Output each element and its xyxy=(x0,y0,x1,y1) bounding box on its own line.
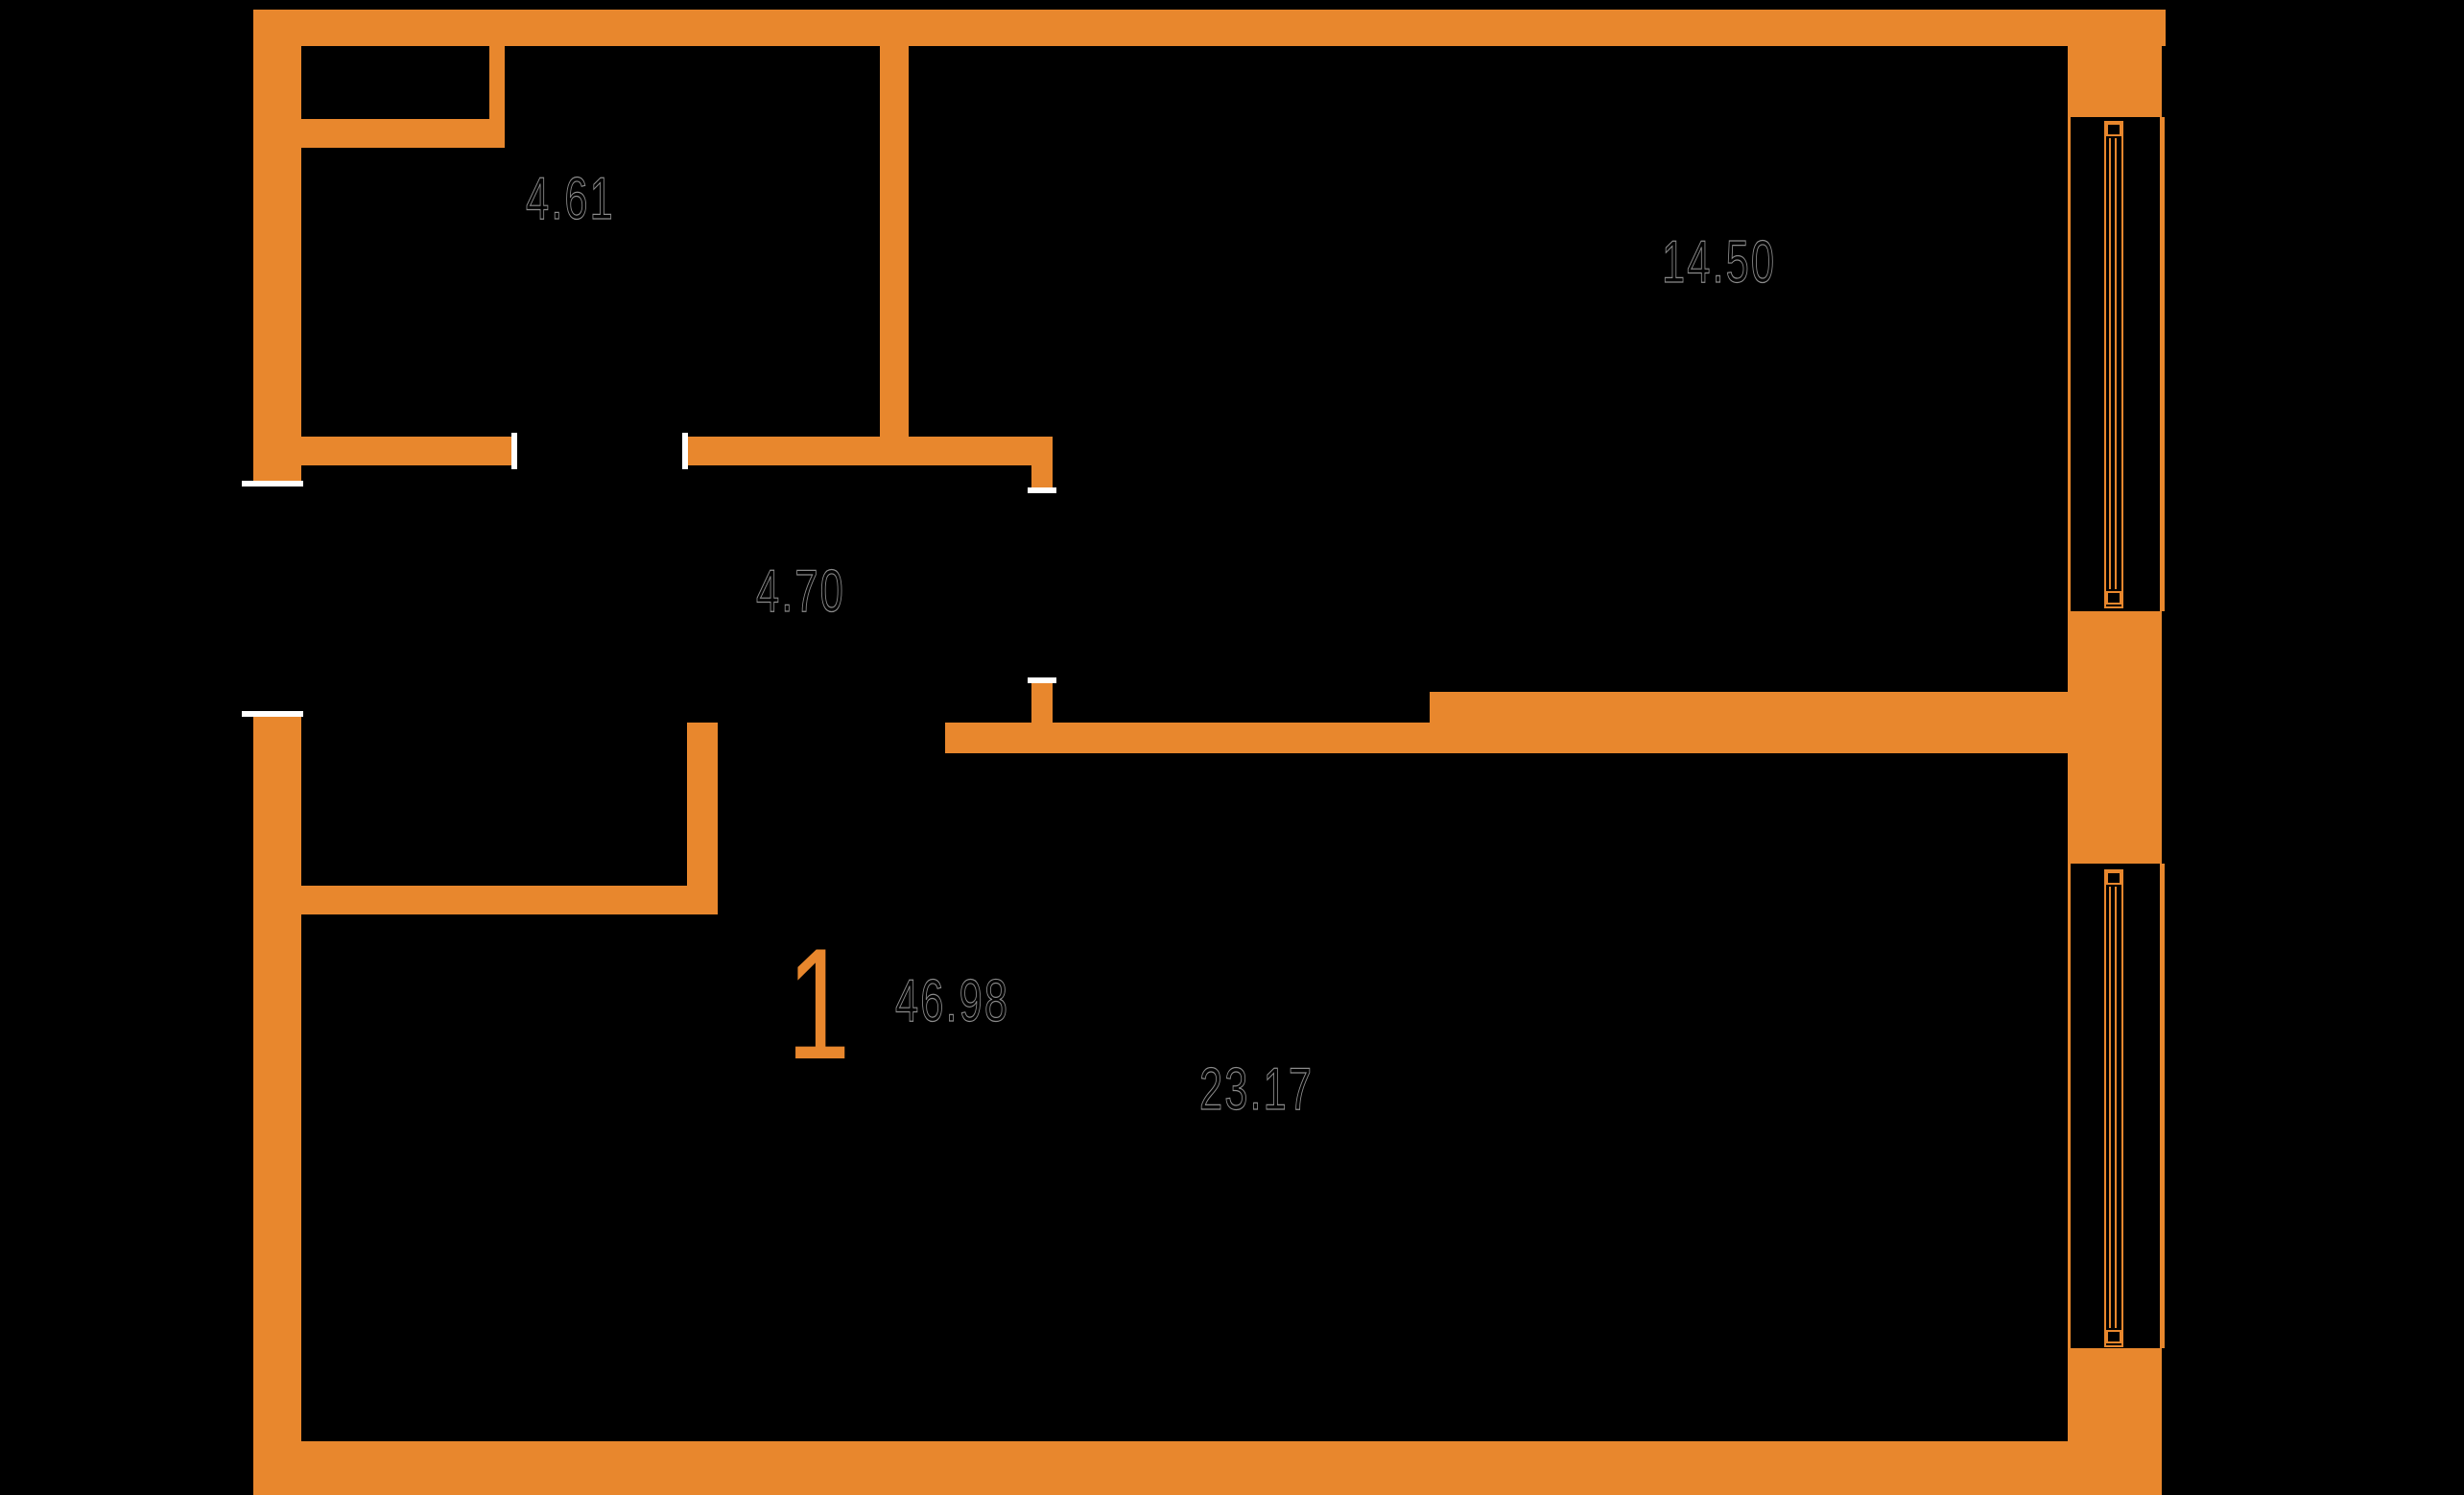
door-stub-upper xyxy=(1031,465,1053,491)
window-1-bottom-cap xyxy=(2106,591,2121,605)
window-2-top-cap xyxy=(2106,871,2121,885)
window-1 xyxy=(2104,121,2123,608)
right-wall-pier-middle xyxy=(2068,611,2162,864)
corridor-door-jamb-bottom xyxy=(1028,677,1056,683)
exterior-wall-left-lower xyxy=(253,715,301,1495)
window-2-bottom-cap xyxy=(2106,1330,2121,1343)
window-2-glazing-line-b xyxy=(2115,887,2117,1328)
room-area-label-bottom: 23.17 xyxy=(1199,1056,1315,1123)
right-wall-pier-bottom xyxy=(2068,1348,2162,1495)
corridor-top-wall-left xyxy=(301,437,516,465)
room-a-door-jamb-right xyxy=(682,433,688,469)
wall-middle-thin xyxy=(945,723,1430,753)
shaft-wall-vertical xyxy=(489,46,505,119)
corridor-top-wall-right xyxy=(683,437,1053,465)
corridor-door-jamb-top xyxy=(1028,487,1056,493)
window-1-glazing-line-b xyxy=(2115,138,2117,589)
parapet-outer-line-lower xyxy=(2160,864,2165,1348)
window-2 xyxy=(2104,869,2123,1347)
window-1-top-cap xyxy=(2106,123,2121,136)
room-area-label-corridor: 4.70 xyxy=(756,558,845,625)
window-1-glazing-line-a xyxy=(2109,138,2111,589)
closet-wall-vertical xyxy=(687,723,718,914)
parapet-outer-line-upper xyxy=(2160,117,2165,611)
parapet-inner-line-upper xyxy=(2068,117,2071,611)
door-stub-lower xyxy=(1031,683,1053,723)
exterior-wall-left-upper xyxy=(253,10,301,485)
exterior-wall-bottom xyxy=(253,1441,2162,1495)
wall-between-top-rooms xyxy=(880,46,909,437)
room-area-label-top-left: 4.61 xyxy=(526,166,615,232)
total-area-label: 46.98 xyxy=(895,968,1010,1034)
window-2-glazing-line-a xyxy=(2109,887,2111,1328)
entry-door-jamb-top xyxy=(242,481,303,486)
parapet-inner-line-lower xyxy=(2068,864,2071,1348)
closet-wall-horizontal xyxy=(301,886,718,914)
wall-middle-thick xyxy=(1430,692,2068,753)
exterior-wall-top xyxy=(253,10,2166,46)
shaft-wall-horizontal xyxy=(301,119,505,148)
room-a-door-jamb-left xyxy=(511,433,517,469)
unit-number-label: 1 xyxy=(787,915,851,1092)
right-wall-pier-top xyxy=(2068,46,2162,117)
entry-door-jamb-bottom xyxy=(242,711,303,717)
room-area-label-top-right: 14.50 xyxy=(1662,229,1777,296)
